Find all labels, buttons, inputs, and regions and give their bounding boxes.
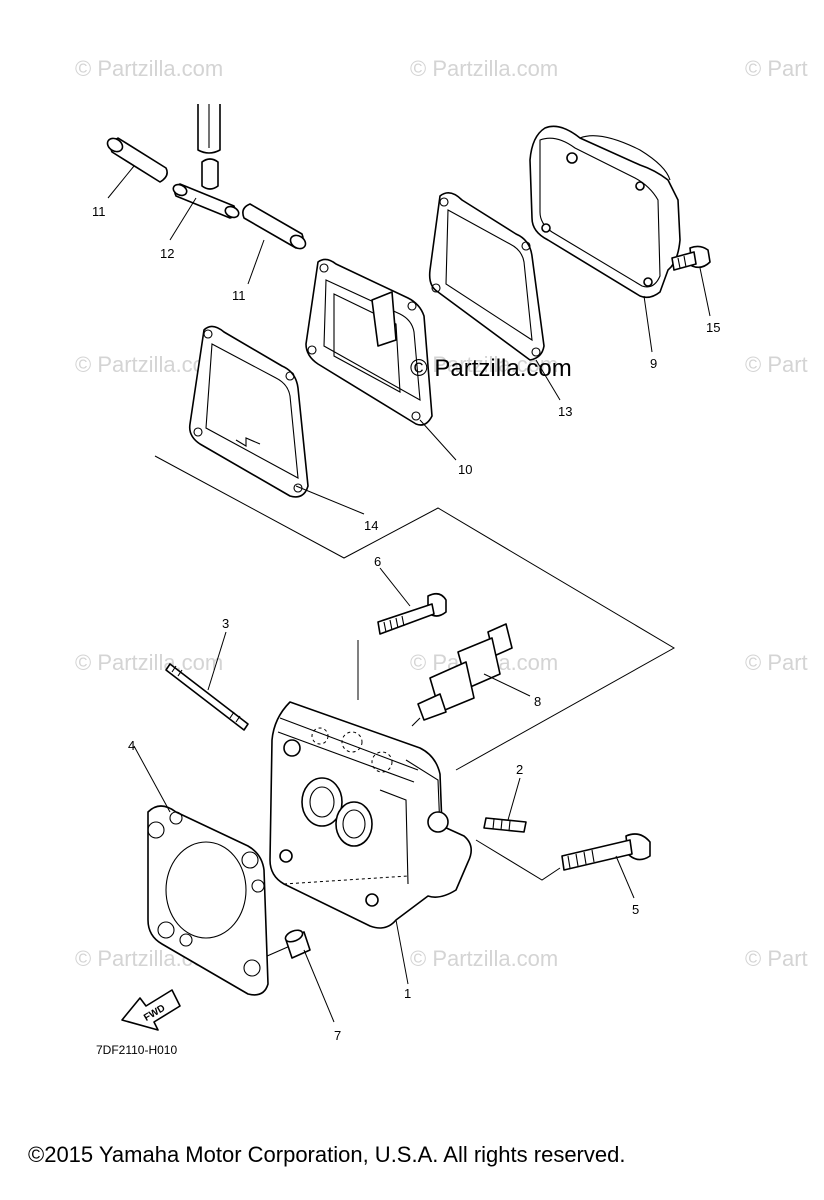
watermark: © Part bbox=[745, 352, 808, 377]
part-10-breather-plate[interactable] bbox=[305, 258, 433, 426]
watermark: © Partzilla.com bbox=[75, 56, 223, 81]
callout-11: 11 bbox=[92, 204, 106, 219]
part-2-stud[interactable] bbox=[483, 817, 527, 833]
watermark: © Part bbox=[745, 946, 808, 971]
part-9-head-cover[interactable] bbox=[529, 125, 681, 299]
callout-12: 12 bbox=[160, 246, 174, 261]
part-5-bolt[interactable] bbox=[561, 833, 651, 871]
leader-lines bbox=[107, 165, 711, 1023]
part-11-hose-lower[interactable] bbox=[242, 203, 308, 251]
fwd-arrow-icon: FWD bbox=[121, 989, 181, 1031]
callout-5: 5 bbox=[632, 902, 639, 917]
diagram-code: 7DF2110-H010 bbox=[96, 1043, 177, 1057]
callout-7: 7 bbox=[334, 1028, 341, 1043]
callout-15: 15 bbox=[706, 320, 720, 335]
part-8-spark-plug[interactable] bbox=[411, 623, 513, 727]
callout-9: 9 bbox=[650, 356, 657, 371]
watermark: © Part bbox=[745, 56, 808, 81]
watermark: © Partzilla.com bbox=[75, 650, 223, 675]
part-6-bolt[interactable] bbox=[377, 592, 447, 635]
part-15-bolt[interactable] bbox=[671, 245, 711, 271]
callout-2: 2 bbox=[516, 762, 523, 777]
watermark: © Partzilla.com bbox=[410, 56, 558, 81]
callout-numbers: 11 12 11 9 15 13 10 14 6 3 8 2 4 5 1 7 bbox=[92, 204, 720, 1043]
breather-pipe bbox=[197, 104, 221, 154]
part-3-stud[interactable] bbox=[165, 663, 249, 731]
watermark: © Part bbox=[745, 650, 808, 675]
callout-14: 14 bbox=[364, 518, 378, 533]
callout-8: 8 bbox=[534, 694, 541, 709]
callout-4: 4 bbox=[128, 738, 135, 753]
callout-3: 3 bbox=[222, 616, 229, 631]
part-12-t-joint[interactable] bbox=[172, 158, 241, 219]
callout-11: 11 bbox=[232, 288, 246, 303]
callout-10: 10 bbox=[458, 462, 472, 477]
copyright-notice: ©2015 Yamaha Motor Corporation, U.S.A. A… bbox=[28, 1142, 625, 1167]
center-watermark: © Partzilla.com bbox=[410, 355, 572, 382]
watermark: © Partzilla.com bbox=[410, 946, 558, 971]
callout-1: 1 bbox=[404, 986, 411, 1001]
part-4-head-gasket[interactable] bbox=[147, 805, 269, 996]
part-1-cylinder-head[interactable] bbox=[269, 701, 472, 929]
part-13-gasket[interactable] bbox=[428, 192, 545, 361]
part-11-hose-upper[interactable] bbox=[105, 136, 168, 183]
part-7-dowel[interactable] bbox=[284, 928, 311, 959]
callout-6: 6 bbox=[374, 554, 381, 569]
callout-13: 13 bbox=[558, 404, 572, 419]
part-14-gasket[interactable] bbox=[188, 325, 309, 498]
